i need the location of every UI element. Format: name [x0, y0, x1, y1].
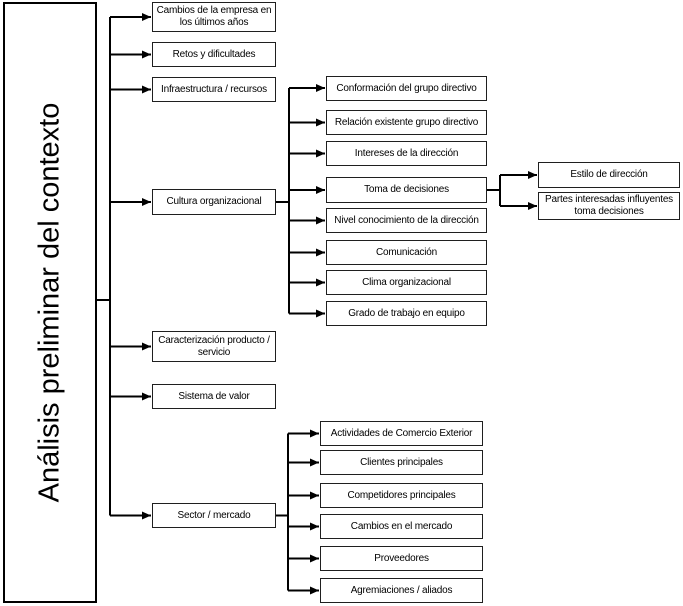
node-estilo-direccion: Estilo de dirección: [538, 162, 680, 188]
connector-toma-decisiones: [487, 171, 537, 210]
node-toma-decisiones: Toma de decisiones: [326, 177, 487, 203]
node-clientes-principales: Clientes principales: [320, 450, 483, 475]
connector-sector: [276, 429, 319, 595]
node-infraestructura-recursos: Infraestructura / recursos: [152, 77, 276, 102]
root-label: Análisis preliminar del contexto: [33, 102, 66, 503]
node-intereses-direccion: Intereses de la dirección: [326, 141, 487, 166]
node-grado-trabajo-equipo: Grado de trabajo en equipo: [326, 301, 487, 326]
node-conformacion-grupo-directivo: Conformación del grupo directivo: [326, 76, 487, 101]
node-relacion-grupo-directivo: Relación existente grupo directivo: [326, 110, 487, 135]
connector-trunk: [97, 13, 151, 520]
node-comunicacion: Comunicación: [326, 240, 487, 265]
connector-cultura: [276, 84, 325, 318]
node-actividades-comercio-exterior: Actividades de Comercio Exterior: [320, 421, 483, 446]
node-agremiaciones-aliados: Agremiaciones / aliados: [320, 578, 483, 603]
node-cultura-organizacional: Cultura organizacional: [152, 189, 276, 215]
node-cambios-mercado: Cambios en el mercado: [320, 514, 483, 539]
node-cambios-empresa: Cambios de la empresa en los últimos año…: [152, 2, 276, 32]
node-retos-dificultades: Retos y dificultades: [152, 42, 276, 67]
node-nivel-conocimiento-direccion: Nivel conocimiento de la dirección: [326, 208, 487, 233]
node-sistema-valor: Sistema de valor: [152, 384, 276, 409]
node-proveedores: Proveedores: [320, 546, 483, 571]
root-node: Análisis preliminar del contexto: [3, 2, 97, 603]
node-caracterizacion-producto: Caracterización producto / servicio: [152, 331, 276, 362]
node-partes-interesadas: Partes interesadas influyentes toma deci…: [538, 192, 680, 220]
node-clima-organizacional: Clima organizacional: [326, 270, 487, 295]
node-sector-mercado: Sector / mercado: [152, 503, 276, 528]
node-competidores-principales: Competidores principales: [320, 483, 483, 508]
